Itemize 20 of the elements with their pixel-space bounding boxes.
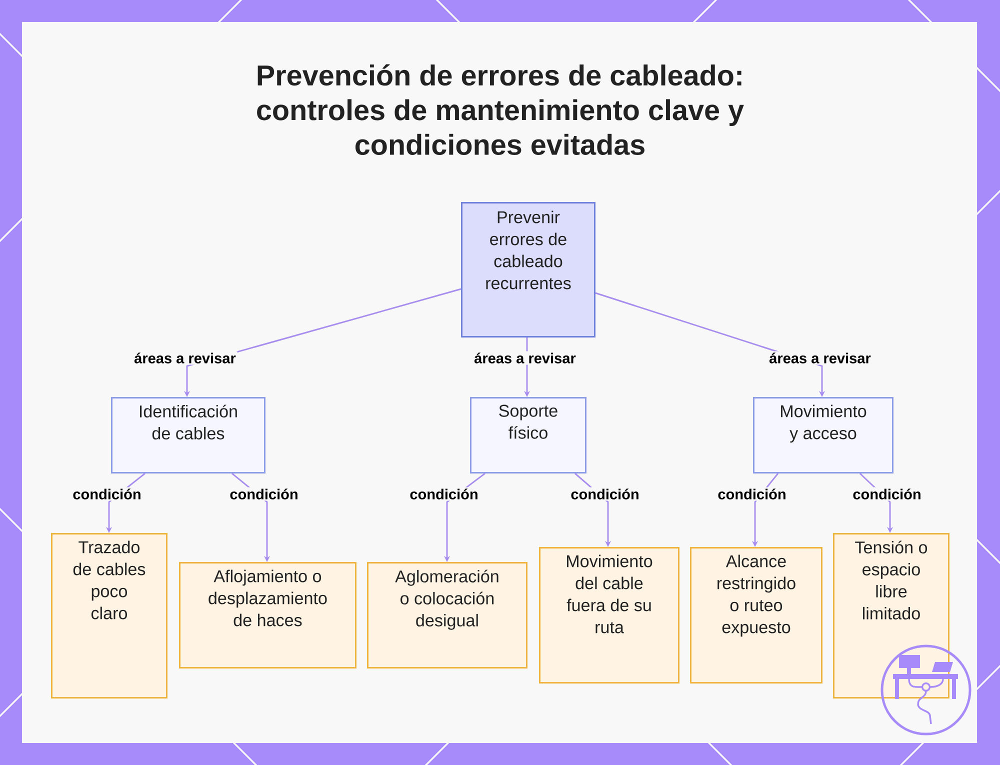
category-box: Identificación de cables xyxy=(111,397,266,474)
edge-label: condición xyxy=(228,487,300,501)
edge-label: áreas a revisar xyxy=(472,351,578,365)
edge-label: condición xyxy=(569,487,641,501)
root-box: Prevenir errores de cableado recurrentes xyxy=(461,202,596,338)
category-box: Soporte físico xyxy=(470,397,586,474)
edge-label: áreas a revisar xyxy=(132,351,238,365)
edge-label: condición xyxy=(71,487,143,501)
edge-label: áreas a revisar xyxy=(768,351,872,365)
condition-box: Tensión o espacio libre limitado xyxy=(833,533,950,698)
condition-box: Aglomeración o colocación desigual xyxy=(367,562,528,668)
condition-box: Alcance restringido o ruteo expuesto xyxy=(690,547,822,684)
edge-label: condición xyxy=(716,487,788,501)
condition-box: Aflojamiento o desplazamiento de haces xyxy=(179,562,356,668)
edge-label: condición xyxy=(408,487,480,501)
edge-label: condición xyxy=(851,487,923,501)
condition-box: Trazado de cables poco claro xyxy=(51,533,168,698)
title: Prevención de errores de cableado: controles de mantenimiento clave y condiciones evitadas xyxy=(257,64,744,155)
category-box: Movimiento y acceso xyxy=(753,397,894,474)
condition-box: Movimiento del cable fuera de su ruta xyxy=(539,547,680,684)
